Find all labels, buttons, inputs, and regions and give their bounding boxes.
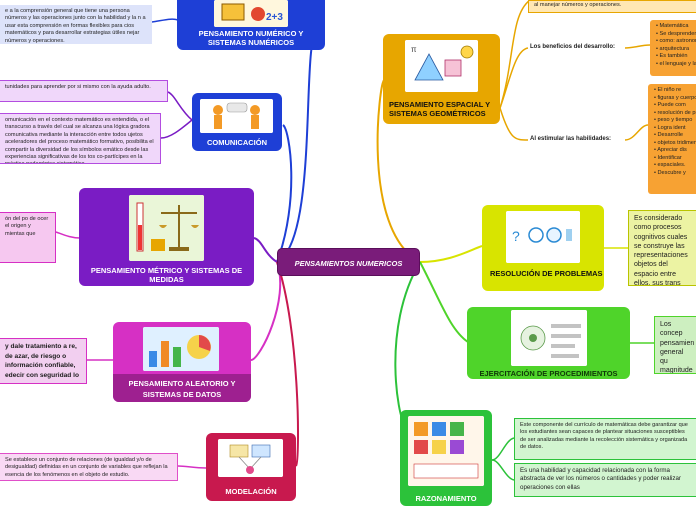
comunicacion-note-2-text: omunicación en el contexto matemático es…: [5, 117, 154, 163]
razonamiento-title: RAZONAMIENTO: [415, 494, 477, 503]
beneficios-label: Los beneficios del desarrollo:: [530, 44, 615, 50]
aleatorio-title: PENSAMIENTO ALEATORIO Y SISTEMAS DE DATO…: [128, 379, 236, 399]
numerico-node[interactable]: 2+3 PENSAMIENTO NUMÉRICO Y SISTEMAS NUMÉ…: [177, 0, 325, 50]
modelacion-node[interactable]: MODELACIÓN: [206, 433, 296, 501]
communication-illustration-icon: [200, 99, 273, 133]
svg-text:?: ?: [512, 228, 520, 244]
habilidad-item: • Apreciar dis: [654, 147, 687, 153]
numerico-note-text: e a la comprensión general que tiene una…: [5, 8, 146, 44]
resolucion-title: RESOLUCIÓN DE PROBLEMAS: [490, 269, 603, 278]
modelacion-note-text: Se establece un conjunto de relaciones (…: [5, 457, 168, 478]
metrico-note: ón del po de ocer el origen y mientas qu…: [0, 212, 56, 263]
habilidades-box: • El niño re • figuras y cuerpos • Puede…: [648, 84, 696, 194]
beneficio-item: • Matemática: [656, 23, 689, 29]
beneficio-item: • como: astronomía,: [656, 38, 696, 44]
modelacion-image: [218, 439, 283, 477]
metrico-node[interactable]: PENSAMIENTO MÉTRICO Y SISTEMAS DE MEDIDA…: [79, 188, 254, 286]
espacial-top-note-text: al manejar números y operaciones.: [534, 2, 622, 8]
resolucion-image: ?: [506, 211, 580, 263]
ejercitacion-note-text: Los concep pensamien general qu magnitud…: [660, 321, 695, 374]
beneficio-item: • Es también: [656, 53, 688, 59]
data-illustration-icon: [143, 327, 219, 371]
espacial-node[interactable]: π PENSAMIENTO ESPACIAL Y SISTEMAS GEOMÉT…: [383, 34, 500, 124]
reasoning-illustration-icon: [408, 416, 484, 486]
ejercitacion-node[interactable]: EJERCITACIÓN DE PROCEDIMIENTOS: [467, 307, 630, 379]
espacial-image: π: [405, 40, 478, 92]
espacial-top-note: al manejar números y operaciones.: [528, 0, 696, 13]
modelacion-note: Se establece un conjunto de relaciones (…: [0, 453, 178, 481]
comunicacion-node[interactable]: COMUNICACIÓN: [192, 93, 282, 151]
habilidad-item: • El niño re: [654, 87, 682, 93]
center-node[interactable]: PENSAMIENTOS NUMERICOS: [277, 248, 420, 276]
geometry-illustration-icon: π: [405, 40, 478, 92]
beneficios-box: • Matemática • Se desprenden • como: ast…: [650, 20, 696, 76]
razonamiento-node[interactable]: RAZONAMIENTO: [400, 410, 492, 506]
problem-solving-illustration-icon: ?: [506, 211, 580, 263]
razonamiento-image: [408, 416, 484, 486]
modeling-illustration-icon: [218, 439, 283, 477]
aleatorio-note-text: y dale tratamiento a re, de azar, de rie…: [5, 343, 80, 379]
habilidad-item: • objetos tridimens: [654, 139, 696, 146]
metrico-note-text: ón del po de ocer el origen y mientas qu…: [5, 216, 49, 237]
aleatorio-note: y dale tratamiento a re, de azar, de rie…: [0, 338, 87, 384]
beneficio-item: • el lenguaje y la: [656, 60, 696, 67]
razonamiento-note-2-text: Es una habilidad y capacidad relacionada…: [520, 467, 681, 491]
razonamiento-note-1: Este componente del currículo de matemát…: [514, 418, 696, 460]
comunicacion-title: COMUNICACIÓN: [207, 138, 267, 147]
beneficios-label-text: Los beneficios del desarrollo:: [530, 44, 616, 50]
comunicacion-note-1-text: tunidades para aprender por si mismo con…: [5, 84, 151, 90]
habilidad-item: • Logra ident: [654, 124, 686, 131]
comunicacion-image: [200, 99, 273, 133]
habilidad-item: • Desarrolle: [654, 132, 684, 138]
espacial-title: PENSAMIENTO ESPACIAL Y SISTEMAS GEOMÉTRI…: [389, 100, 490, 118]
razonamiento-note-1-text: Este componente del currículo de matemát…: [520, 422, 688, 451]
beneficio-item: • Se desprenden: [656, 30, 696, 37]
ejercitacion-image: [511, 310, 587, 366]
numerico-image: 2+3: [214, 0, 288, 27]
resolucion-node[interactable]: ? RESOLUCIÓN DE PROBLEMAS: [482, 205, 604, 291]
habilidades-label: Al estimular las habilidades:: [530, 136, 611, 142]
habilidad-item: • figuras y cuerpos: [654, 94, 696, 101]
svg-text:π: π: [411, 45, 417, 54]
numerico-title: PENSAMIENTO NUMÉRICO Y SISTEMAS NUMÉRICO…: [198, 29, 304, 47]
ejercitacion-note: Los concep pensamien general qu magnitud…: [654, 316, 696, 374]
razonamiento-note-2: Es una habilidad y capacidad relacionada…: [514, 463, 696, 497]
numbers-illustration-icon: 2+3: [214, 0, 288, 27]
comunicacion-note-1: tunidades para aprender por si mismo con…: [0, 80, 168, 102]
metrico-title: PENSAMIENTO MÉTRICO Y SISTEMAS DE MEDIDA…: [90, 266, 243, 284]
habilidad-item: • peso y tiempo: [654, 117, 693, 123]
habilidades-label-text: Al estimular las habilidades:: [530, 136, 612, 142]
ejercitacion-title: EJERCITACIÓN DE PROCEDIMIENTOS: [479, 369, 618, 378]
svg-text:2+3: 2+3: [266, 12, 283, 23]
procedures-illustration-icon: [511, 310, 587, 366]
metrico-image: [129, 195, 204, 261]
aleatorio-image: [143, 327, 219, 371]
habilidad-item: • Descubre y: [654, 169, 686, 176]
habilidad-item: • Identificar: [654, 154, 682, 161]
beneficio-item: • arquitectura: [656, 45, 690, 52]
center-title: PENSAMIENTOS NUMERICOS: [294, 259, 403, 268]
habilidad-item: • Puede com: [654, 102, 686, 108]
habilidad-item: • resolución de proble: [654, 109, 696, 116]
aleatorio-title-band: [113, 374, 251, 402]
modelacion-title: MODELACIÓN: [225, 487, 277, 496]
aleatorio-node[interactable]: PENSAMIENTO ALEATORIO Y SISTEMAS DE DATO…: [113, 322, 251, 402]
measurement-illustration-icon: [129, 195, 204, 261]
resolucion-note-text: Es considerado como procesos cognitivos …: [634, 215, 688, 286]
comunicacion-note-2: omunicación en el contexto matemático es…: [0, 113, 161, 164]
resolucion-note: Es considerado como procesos cognitivos …: [628, 210, 696, 286]
numerico-note: e a la comprensión general que tiene una…: [0, 5, 152, 44]
habilidad-item: • espaciales.: [654, 162, 686, 168]
